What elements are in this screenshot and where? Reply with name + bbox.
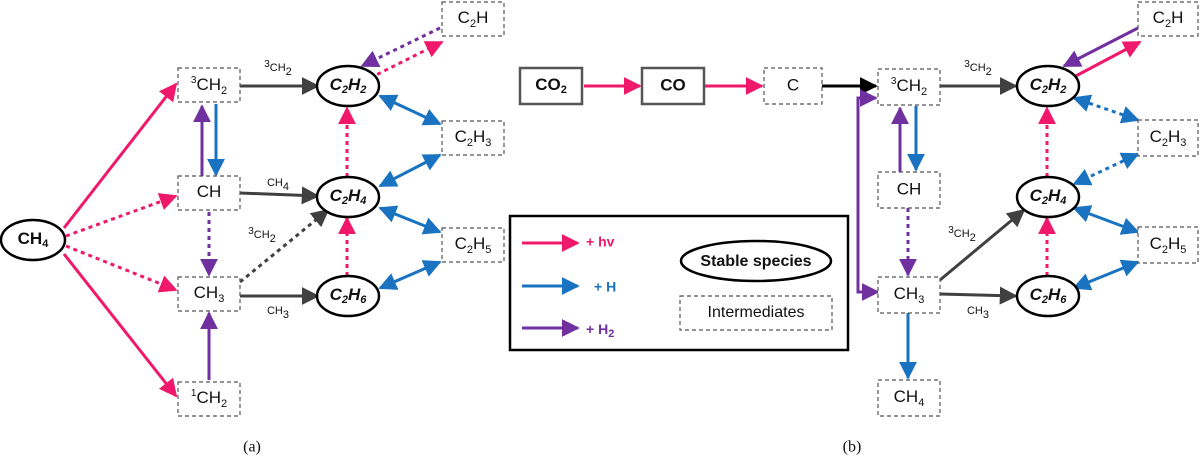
svg-text:3CH2: 3CH2 [191, 75, 227, 97]
svg-text:CH4: CH4 [18, 229, 50, 249]
svg-text:Intermediates: Intermediates [708, 304, 805, 321]
node-c2h-a: C2H [441, 1, 505, 37]
legend-hv-label: + hv [586, 234, 615, 250]
arrow-c2h2-c2h3 [378, 94, 442, 126]
legend-h-label: + H [594, 279, 616, 295]
node-co2-b: CO2 [518, 66, 584, 106]
arrow-c2h2-to-c2h-b [1071, 40, 1142, 80]
arrow-ch3-to-3ch2-loop [856, 89, 880, 301]
edge-label-ch3-c2h4-b: 3CH2 [948, 225, 976, 244]
arrow-c2h-to-c2h2-b [1062, 26, 1139, 68]
node-c2h5-a: C2H5 [441, 227, 505, 263]
node-c2h2-b: C2H2 [1015, 64, 1081, 108]
panel-b: 3CH2 3CH2 CH3 CO2 CO C 3CH2 CH CH3 [518, 1, 1199, 456]
arrow-ch3-to-c2h4 [239, 208, 330, 284]
node-c2h-b: C2H [1137, 1, 1199, 37]
arrow-c2h2-c2h3-b [1072, 94, 1140, 124]
svg-text:CH: CH [197, 182, 222, 201]
node-c2h6-b: C2H6 [1015, 274, 1081, 318]
arrow-ch4-to-ch3 [65, 244, 178, 293]
arrow-ch4-to-ch [65, 193, 178, 238]
panel-a: 3CH2 CH4 3CH2 CH3 CH4 3CH2 CH CH3 1CH2 [0, 1, 505, 456]
node-c2h4-a: C2H4 [315, 175, 381, 219]
svg-text:CO2: CO2 [535, 75, 567, 95]
svg-text:C2H: C2H [1153, 8, 1184, 29]
node-c2h3-a: C2H3 [441, 120, 505, 156]
caption-b: (b) [843, 439, 862, 456]
edge-label-ch3-c2h6: CH3 [267, 305, 289, 321]
arrow-ch4-to-3ch2 [62, 82, 178, 229]
svg-text:C2H: C2H [458, 8, 489, 29]
node-co-b: CO [640, 66, 706, 106]
node-c2h3-b: C2H3 [1137, 119, 1199, 157]
node-c2h4-b: C2H4 [1015, 175, 1081, 219]
edge-label-3ch2-c2h2-b: 3CH2 [964, 59, 992, 78]
node-ch3-a: CH3 [177, 276, 241, 312]
edge-label-3ch2-c2h2: 3CH2 [264, 59, 292, 78]
arrow-c2h5-c2h6 [378, 260, 442, 290]
edge-label-ch-c2h4: CH4 [267, 177, 289, 193]
arrow-ch3-to-c2h6-b [939, 286, 1018, 305]
legend-h2-label: + H2 [586, 321, 614, 340]
node-c2h2-a: C2H2 [315, 64, 381, 108]
svg-text:CH4: CH4 [894, 387, 925, 408]
node-c2h5-b: C2H5 [1137, 226, 1199, 264]
arrow-c2h4-c2h5-b [1072, 205, 1140, 235]
svg-text:1CH2: 1CH2 [191, 388, 227, 410]
caption-a: (a) [243, 439, 261, 456]
node-ch-b: CH [877, 171, 941, 209]
svg-text:C2H3: C2H3 [1150, 127, 1187, 148]
node-ch4-a: CH4 [0, 218, 67, 262]
node-ch-a: CH [177, 175, 241, 211]
arrow-c2h3-c2h4-b [1072, 152, 1140, 186]
legend: + hv + H + H2 Stable species Intermediat… [508, 214, 850, 352]
svg-text:C2H6: C2H6 [330, 285, 368, 305]
arrow-c2h-to-c2h2 [360, 26, 441, 68]
svg-text:CH3: CH3 [894, 284, 925, 305]
legend-stable-symbol: Stable species [679, 239, 833, 283]
svg-text:Stable species: Stable species [700, 253, 811, 270]
edge-label-ch3-c2h4: 3CH2 [248, 226, 276, 245]
svg-text:C2H4: C2H4 [1030, 186, 1067, 206]
node-1ch2-a: 1CH2 [177, 381, 241, 417]
svg-text:CH: CH [897, 179, 922, 198]
node-ch4-b: CH4 [877, 379, 941, 417]
svg-text:C2H5: C2H5 [455, 234, 492, 255]
arrow-c2h4-c2h5 [378, 205, 442, 235]
svg-text:C: C [787, 75, 799, 94]
arrow-ch-to-c2h4 [239, 186, 320, 205]
svg-text:C2H2: C2H2 [1030, 75, 1067, 95]
svg-text:C2H5: C2H5 [1150, 234, 1187, 255]
node-ch3-b: CH3 [877, 276, 941, 314]
svg-text:CO: CO [660, 75, 686, 94]
svg-text:C2H2: C2H2 [330, 75, 367, 95]
svg-text:C2H6: C2H6 [1030, 285, 1068, 305]
arrow-c2h5-c2h6-b [1072, 259, 1140, 291]
node-c2h6-a: C2H6 [315, 274, 381, 318]
node-3ch2-a: 3CH2 [177, 67, 241, 103]
arrow-ch3-to-c2h4-b [939, 208, 1026, 282]
edge-label-ch3-c2h6-b: CH3 [967, 305, 989, 321]
node-3ch2-b: 3CH2 [877, 68, 941, 106]
arrow-c2h3-c2h4 [378, 153, 442, 188]
svg-text:3CH2: 3CH2 [891, 76, 927, 98]
svg-text:C2H4: C2H4 [330, 186, 367, 206]
svg-text:CH3: CH3 [194, 283, 225, 304]
svg-text:C2H3: C2H3 [455, 127, 492, 148]
node-c-b: C [763, 67, 823, 105]
arrow-c2h2-to-c2h [369, 40, 444, 80]
legend-intermediates-symbol: Intermediates [679, 295, 833, 331]
arrow-ch4-to-1ch2 [62, 253, 178, 398]
